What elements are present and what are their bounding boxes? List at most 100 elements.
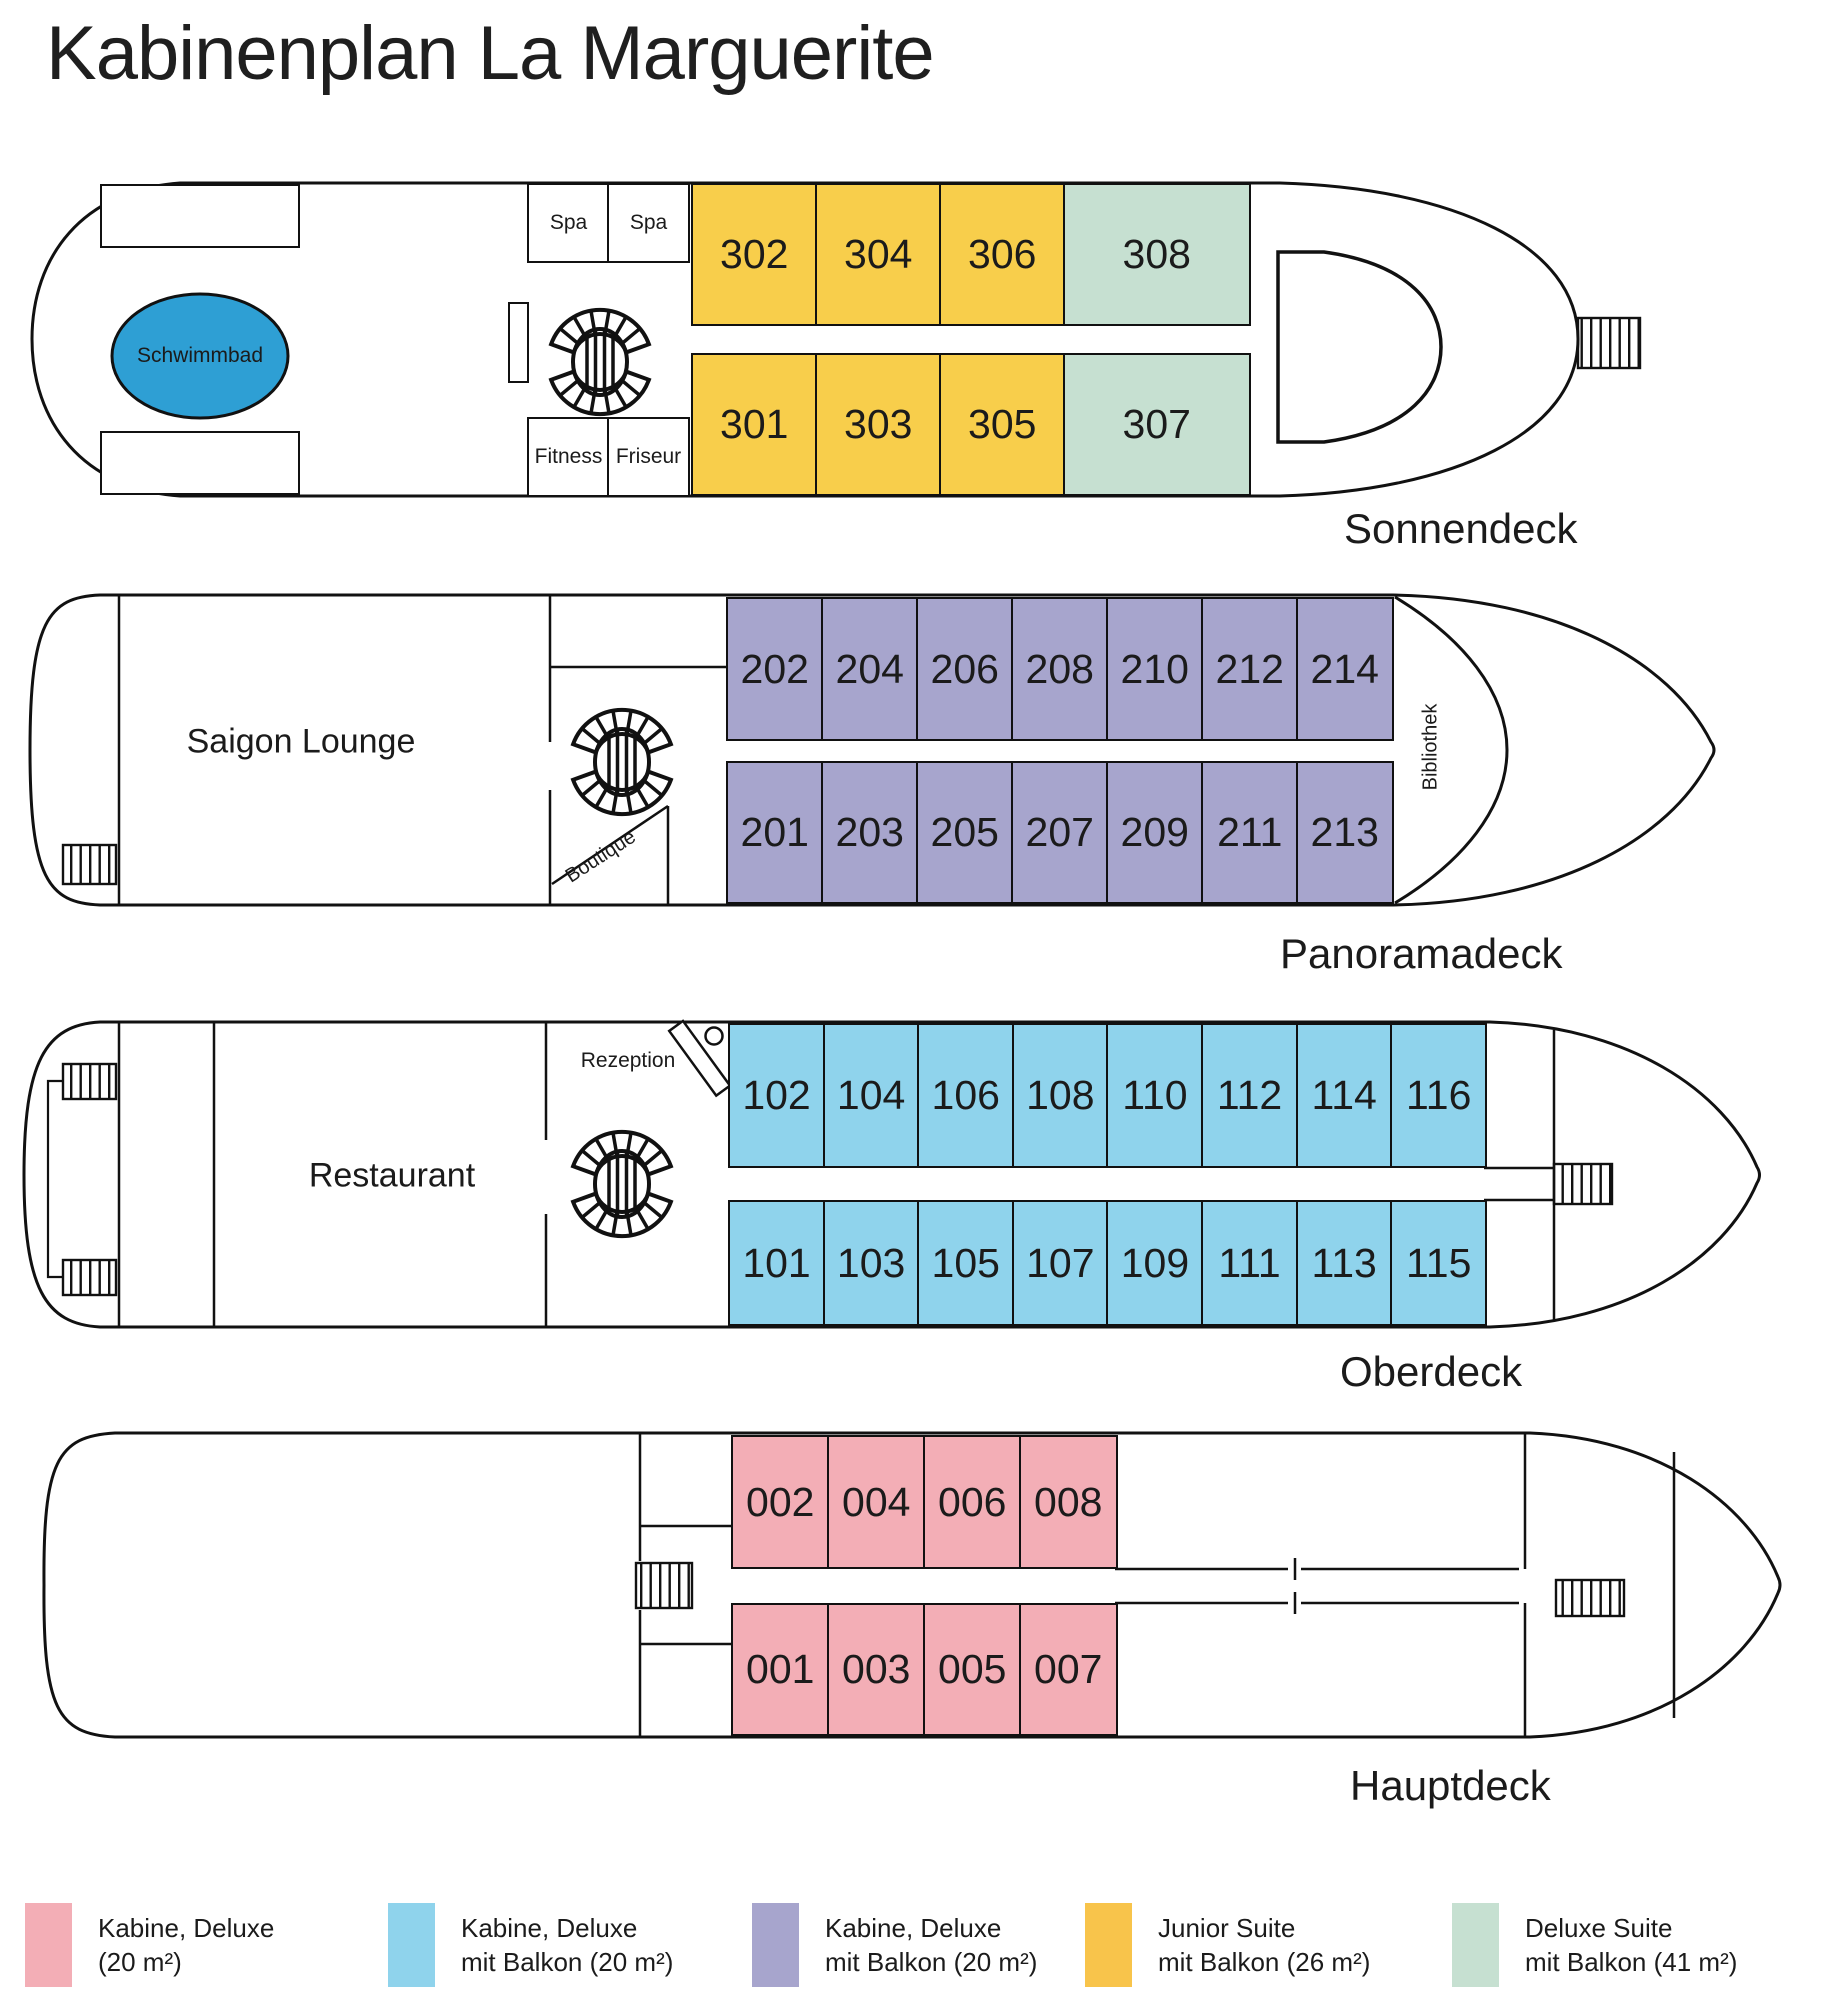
room-friseur: Friseur <box>607 417 690 497</box>
cabin-004: 004 <box>827 1435 926 1569</box>
legend-line: mit Balkon (26 m²) <box>1158 1947 1371 1977</box>
room-spa-1-label: Spa <box>549 211 588 234</box>
cabin-306: 306 <box>939 183 1066 326</box>
gangway-stairs-icon-sonnendeck <box>1576 316 1642 370</box>
cabin-106: 106 <box>917 1023 1015 1168</box>
legend-text-deluxe: Kabine, Deluxe (20 m²) <box>98 1911 274 1979</box>
deck-label-hauptdeck: Hauptdeck <box>1350 1762 1551 1809</box>
interior-walls-hauptdeck <box>638 1434 1676 1736</box>
stairs-hatch-icon-oberdeck-stern-1 <box>61 1062 118 1101</box>
interior-walls-panoramadeck <box>117 596 727 904</box>
deck-label-sonnendeck: Sonnendeck <box>1344 505 1578 552</box>
room-fitness: Fitness <box>527 417 610 497</box>
cabin-002: 002 <box>731 1435 830 1569</box>
rezeption-label: Rezeption <box>580 1049 676 1072</box>
legend-item-junior-suite: Junior Suite mit Balkon (26 m²) <box>1085 1903 1370 1987</box>
deck-label-panoramadeck: Panoramadeck <box>1280 930 1563 977</box>
legend-swatch-deluxe-balkon-blau <box>388 1903 435 1987</box>
cabin-110: 110 <box>1106 1023 1204 1168</box>
cabin-211: 211 <box>1201 761 1299 904</box>
cabin-214: 214 <box>1296 597 1394 741</box>
cabin-008: 008 <box>1019 1435 1118 1569</box>
cabin-112: 112 <box>1201 1023 1299 1168</box>
legend-swatch-junior-suite <box>1085 1903 1132 1987</box>
legend-line: mit Balkon (20 m²) <box>461 1947 674 1977</box>
cabin-209: 209 <box>1106 761 1204 904</box>
gangway-stairs-icon-oberdeck-bow <box>1552 1162 1614 1206</box>
gangway-stairs-icon-hauptdeck-bow <box>1554 1578 1626 1618</box>
cabin-005: 005 <box>923 1603 1022 1736</box>
cabin-307: 307 <box>1063 353 1251 496</box>
sun-area-top <box>100 184 300 248</box>
legend-line: mit Balkon (41 m²) <box>1525 1947 1738 1977</box>
cabin-205: 205 <box>916 761 1014 904</box>
cabin-116: 116 <box>1390 1023 1488 1168</box>
cabin-115: 115 <box>1390 1200 1488 1326</box>
bow-structure-outline-sonnendeck <box>1276 250 1443 444</box>
reception-desk-icon <box>667 1019 732 1098</box>
interior-walls-oberdeck <box>117 1023 1556 1326</box>
legend-line: Kabine, Deluxe <box>461 1913 638 1943</box>
hull-hauptdeck <box>42 1431 1782 1739</box>
cabin-213: 213 <box>1296 761 1394 904</box>
room-spa-2-label: Spa <box>629 211 668 234</box>
cabin-003: 003 <box>827 1603 926 1736</box>
legend-swatch-deluxe-suite <box>1452 1903 1499 1987</box>
cabin-109: 109 <box>1106 1200 1204 1326</box>
cabin-107: 107 <box>1011 1200 1109 1326</box>
cabin-101: 101 <box>728 1200 826 1326</box>
cabin-207: 207 <box>1011 761 1109 904</box>
cabin-308: 308 <box>1063 183 1251 326</box>
cabin-204: 204 <box>821 597 919 741</box>
room-spa-2: Spa <box>607 183 690 263</box>
cabin-113: 113 <box>1295 1200 1393 1326</box>
cabin-103: 103 <box>822 1200 920 1326</box>
cabin-303: 303 <box>815 353 942 496</box>
legend-line: Junior Suite <box>1158 1913 1296 1943</box>
cabin-108: 108 <box>1011 1023 1109 1168</box>
cabin-111: 111 <box>1201 1200 1299 1326</box>
legend-swatch-deluxe <box>25 1903 72 1987</box>
cabin-201: 201 <box>726 761 824 904</box>
legend-line: mit Balkon (20 m²) <box>825 1947 1038 1977</box>
legend-line: Deluxe Suite <box>1525 1913 1673 1943</box>
stairs-hatch-icon-hauptdeck-mid <box>634 1561 694 1610</box>
cabin-001: 001 <box>731 1603 830 1736</box>
page-title: Kabinenplan La Marguerite <box>46 11 935 96</box>
cabin-007: 007 <box>1019 1603 1118 1736</box>
cabin-305: 305 <box>939 353 1066 496</box>
bibliothek-label: Bibliothek <box>1419 703 1442 791</box>
legend-item-deluxe-balkon-lila: Kabine, Deluxe mit Balkon (20 m²) <box>752 1903 1037 1987</box>
legend-item-deluxe: Kabine, Deluxe (20 m²) <box>25 1903 274 1987</box>
deck-label-oberdeck: Oberdeck <box>1340 1348 1523 1395</box>
room-friseur-label: Friseur <box>615 445 682 468</box>
cabin-212: 212 <box>1201 597 1299 741</box>
legend-text-deluxe-balkon-blau: Kabine, Deluxe mit Balkon (20 m²) <box>461 1911 673 1979</box>
cabin-302: 302 <box>691 183 818 326</box>
cabin-206: 206 <box>916 597 1014 741</box>
cabin-304: 304 <box>815 183 942 326</box>
cabin-104: 104 <box>822 1023 920 1168</box>
cabin-208: 208 <box>1011 597 1109 741</box>
legend-swatch-deluxe-balkon-lila <box>752 1903 799 1987</box>
cabin-202: 202 <box>726 597 824 741</box>
stairs-hatch-icon-panoramadeck <box>61 843 118 886</box>
legend-text-junior-suite: Junior Suite mit Balkon (26 m²) <box>1158 1911 1370 1979</box>
stairs-hatch-icon-oberdeck-stern-2 <box>61 1258 118 1297</box>
bow-inner-curve-panoramadeck <box>1394 595 1509 905</box>
room-fitness-label: Fitness <box>534 445 603 468</box>
restaurant-label: Restaurant <box>308 1156 476 1195</box>
cabin-114: 114 <box>1295 1023 1393 1168</box>
legend-text-deluxe-suite: Deluxe Suite mit Balkon (41 m²) <box>1525 1911 1737 1979</box>
sun-area-bottom <box>100 431 300 495</box>
legend-line: Kabine, Deluxe <box>825 1913 1002 1943</box>
pool-label: Schwimmbad <box>136 344 264 367</box>
saigon-lounge-label: Saigon Lounge <box>186 722 416 761</box>
legend-line: (20 m²) <box>98 1947 182 1977</box>
legend-line: Kabine, Deluxe <box>98 1913 275 1943</box>
cabin-210: 210 <box>1106 597 1204 741</box>
legend-text-deluxe-balkon-lila: Kabine, Deluxe mit Balkon (20 m²) <box>825 1911 1037 1979</box>
cabin-203: 203 <box>821 761 919 904</box>
stern-rail-oberdeck <box>46 1079 63 1279</box>
